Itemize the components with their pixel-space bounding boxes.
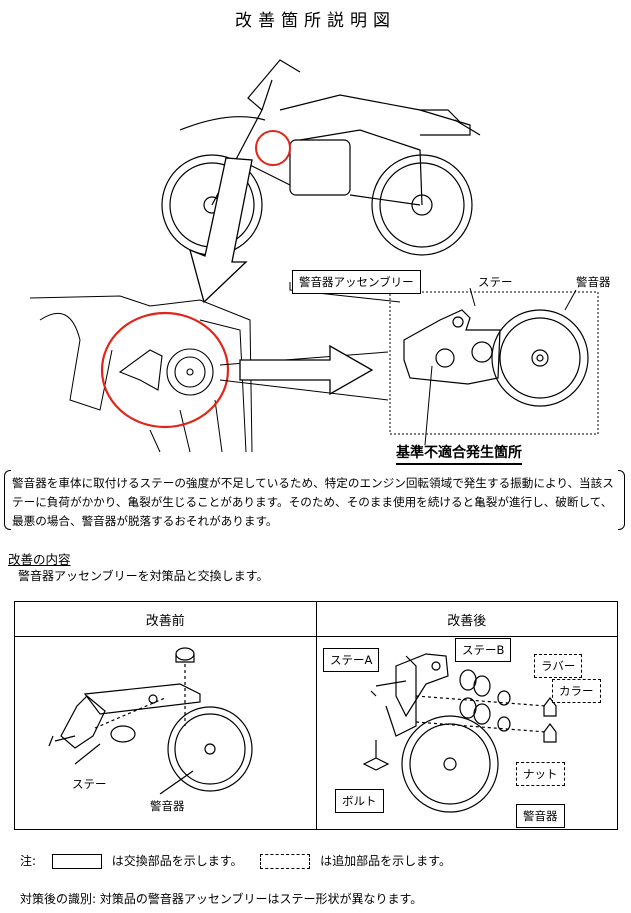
before-stay-label: ステー: [72, 777, 107, 791]
improvement-heading: 改善の内容: [8, 552, 71, 567]
arrow-to-detail: [189, 157, 253, 304]
highlight-circle-large: [100, 311, 230, 429]
stay-label: ステー: [478, 275, 513, 289]
zoom-box: [389, 291, 599, 435]
after-stay-a-label: ステーA: [323, 648, 380, 672]
horn-detail-small: [118, 348, 214, 396]
before-illustration: [48, 647, 253, 795]
horn-label: 警音器: [576, 275, 611, 289]
after-rubber-label: ラバー: [534, 654, 583, 678]
before-horn-label: 警音器: [150, 799, 185, 813]
legend-solid-box: [51, 854, 102, 869]
bracket-right: [618, 470, 625, 530]
defect-description: 警音器を車体に取付けるステーの強度が不足しているため、特定のエンジン回転領域で発…: [12, 476, 614, 528]
motorcycle-drawing: [161, 59, 481, 256]
note-dashed-text: は追加部品を示します。: [320, 854, 451, 868]
after-nut-label: ナット: [516, 762, 565, 786]
after-stay-b-label: ステーB: [455, 638, 512, 662]
after-illustration: [362, 653, 557, 813]
horn-assembly-zoom: [403, 309, 589, 407]
identification-note: 対策後の識別: 対策品の警音器アッセンブリーはステー形状が異なります。: [20, 892, 423, 906]
detail-frame-drawing: [29, 295, 253, 453]
after-horn-label: 警音器: [516, 804, 565, 828]
after-header: 改善後: [315, 601, 618, 637]
after-collar-label: カラー: [552, 679, 601, 703]
note-solid-text: は交換部品を示します。: [111, 854, 243, 868]
legend-note: 注: は交換部品を示します。 は追加部品を示します。: [20, 852, 451, 869]
page-title: 改善箇所説明図: [235, 11, 396, 31]
before-cell: [14, 636, 317, 830]
defect-location-label: 基準不適合発生箇所: [396, 442, 522, 465]
legend-dashed-box: [260, 854, 311, 869]
note-prefix: 注:: [20, 854, 37, 868]
before-header: 改善前: [14, 601, 317, 637]
arrow-to-zoom: [239, 344, 374, 396]
improvement-body: 警音器アッセンブリーを対策品と交換します。: [18, 569, 269, 583]
highlight-circle-small: [255, 130, 291, 166]
assembly-label: 警音器アッセンブリー: [292, 270, 421, 294]
motorcycle-illustration: [29, 59, 599, 453]
bracket-left: [4, 470, 11, 530]
after-bolt-label: ボルト: [335, 789, 384, 813]
